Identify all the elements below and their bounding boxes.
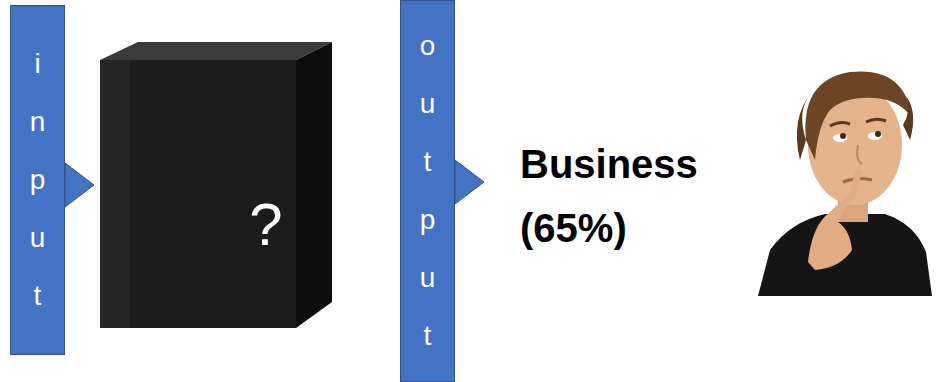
input-banner: input — [10, 5, 65, 355]
result-label: Business (65%) — [520, 132, 735, 260]
output-arrowhead — [455, 160, 484, 204]
question-mark: ? — [249, 192, 282, 258]
banner-text: input — [29, 35, 46, 325]
flow-arrow — [65, 163, 94, 207]
output-banner: output — [400, 0, 455, 382]
thinking-person — [758, 71, 932, 296]
banner-text: output — [419, 17, 436, 365]
cube-shape — [100, 40, 332, 330]
black-box: ? — [100, 40, 332, 330]
